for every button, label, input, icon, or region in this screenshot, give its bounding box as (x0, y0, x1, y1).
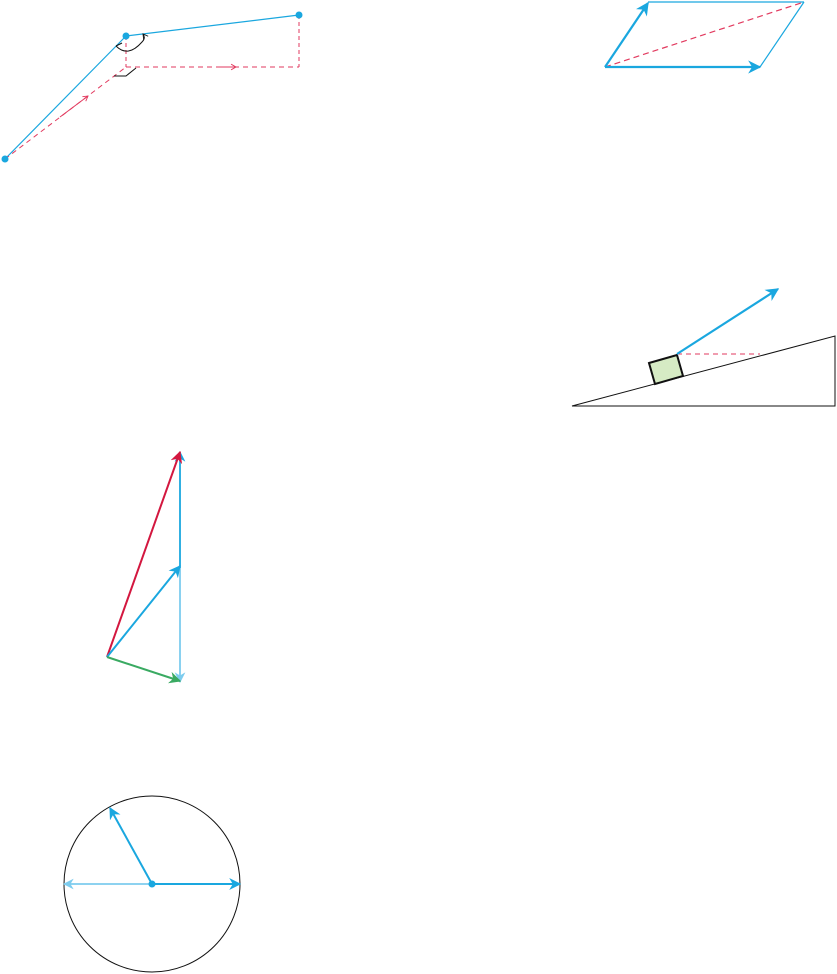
middle-point (123, 33, 130, 40)
green-vector (107, 657, 180, 681)
parallelogram-figure (605, 2, 804, 67)
parallelogram-right-edge (760, 2, 804, 67)
upper-left-vector (110, 808, 152, 884)
middle-vector (107, 566, 180, 657)
circle-figure (64, 796, 240, 972)
parallelogram-diagonal (605, 2, 804, 67)
incline-wedge (572, 336, 835, 406)
right-angle-mark (114, 68, 136, 76)
vector-triangle-figure (107, 452, 180, 682)
path-segment-1 (5, 36, 126, 159)
path-segment-2 (126, 15, 299, 36)
vector-path-figure (2, 12, 303, 163)
center-point (149, 881, 156, 888)
start-point (2, 156, 9, 163)
block (649, 355, 683, 384)
force-vector-arrow (677, 289, 778, 354)
incline-figure (572, 289, 835, 406)
resultant-vector (107, 452, 180, 657)
vector-a-arrow (605, 3, 648, 67)
end-point (296, 12, 303, 19)
